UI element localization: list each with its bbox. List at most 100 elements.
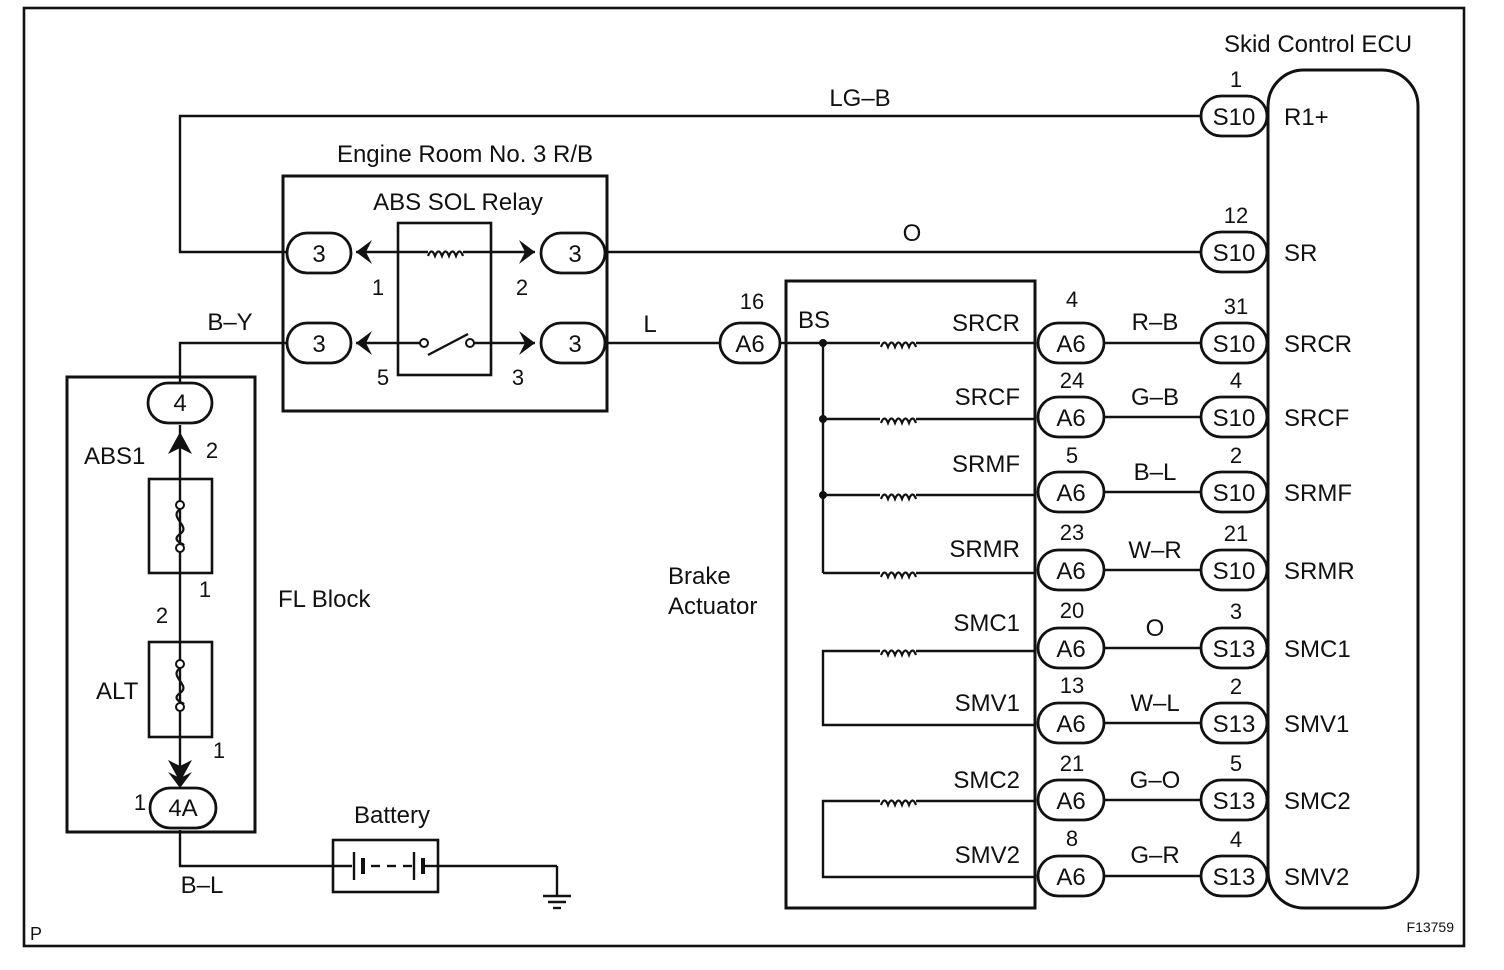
alt-fuse-icon [175, 659, 185, 712]
actuator-connector-smc2 [1036, 778, 1106, 822]
ecu-connector-smv1 [1199, 701, 1269, 745]
ecu-pin-smv1: 2 [1230, 674, 1242, 699]
actuator-pin-smv2: 8 [1066, 826, 1078, 851]
engine-room-rb-box [281, 174, 609, 413]
actuator-connector-label-smv2: A6 [1056, 864, 1085, 891]
actuator-connector-label-srmf: A6 [1056, 480, 1085, 507]
relay-connector-bottom-right: 3 [568, 331, 581, 358]
figure-id: F13759 [1407, 919, 1455, 935]
fl-block-box [65, 375, 257, 834]
actuator-connector-label-smc2: A6 [1056, 788, 1085, 815]
abs1-fuse-icon [175, 500, 185, 553]
brake-actuator-box [784, 279, 1037, 910]
relay-pin-bottom-left: 5 [377, 365, 389, 390]
ecu-connector-label-smv1: S13 [1213, 711, 1256, 738]
ecu-connector-srmr [1199, 548, 1269, 592]
fl-block-title: FL Block [278, 586, 371, 613]
ecu-pin-srmr: 21 [1224, 521, 1248, 546]
actuator-terminal-srmf: SRMF [952, 451, 1020, 478]
fl-bottom-pin: 1 [134, 790, 146, 815]
abs1-pin-top: 2 [206, 438, 218, 463]
ecu-pin-srcr: 31 [1224, 294, 1248, 319]
actuator-terminal-srmr: SRMR [949, 536, 1020, 563]
ecu-terminal-r1-: R1+ [1284, 104, 1329, 131]
actuator-bs-label: BS [798, 307, 830, 334]
actuator-connector-label-smc1: A6 [1056, 636, 1085, 663]
alt-fuse-box [147, 640, 214, 739]
actuator-pin-srmf: 5 [1066, 443, 1078, 468]
abs1-fuse-box [147, 477, 214, 575]
ecu-connector-label-sr: S10 [1213, 240, 1256, 267]
ecu-pin-srmf: 2 [1230, 443, 1242, 468]
relay-pin-top-right: 2 [516, 275, 528, 300]
fl-bottom-connector: 4A [168, 795, 197, 822]
ecu-terminal-smc1: SMC1 [1284, 636, 1351, 663]
relay-connector-top-left: 3 [312, 241, 325, 268]
actuator-pin-srmr: 23 [1060, 520, 1084, 545]
ecu-pin-r1-: 1 [1230, 67, 1242, 92]
fl-block-connectors: 4 4A 1 ABS1 2 1 ALT 2 1 [84, 381, 225, 830]
ecu-terminal-srmf: SRMF [1284, 480, 1352, 507]
relay-connector-top-right: 3 [568, 241, 581, 268]
ecu-connector-label-srcr: S10 [1213, 331, 1256, 358]
ecu-connector-label-srmr: S10 [1213, 558, 1256, 585]
actuator-connector-label-srcf: A6 [1056, 405, 1085, 432]
relay-connectors: 3 3 3 3 1 2 5 3 [285, 231, 607, 390]
alt-fuse-label: ALT [96, 678, 139, 705]
battery-title: Battery [354, 802, 430, 829]
ecu-connector-label-smv2: S13 [1213, 864, 1256, 891]
ecu-pin-smc1: 3 [1230, 599, 1242, 624]
actuator-terminal-smv1: SMV1 [955, 690, 1020, 717]
actuator-connector-srcf [1036, 395, 1106, 439]
fl-top-connector: 4 [173, 390, 186, 417]
actuator-pin-smc1: 20 [1060, 598, 1084, 623]
ecu-connector-label-srmf: S10 [1213, 480, 1256, 507]
wire-label-l: L [643, 311, 656, 338]
wire-label-smv1: W–L [1130, 690, 1179, 717]
actuator-terminal-srcf: SRCF [955, 384, 1020, 411]
actuator-connector-srmr [1036, 548, 1106, 592]
battery-icon [333, 852, 438, 880]
wire-label-lg-b: LG–B [829, 85, 890, 112]
ecu-connector-sr [1199, 230, 1269, 274]
ecu-terminal-smv2: SMV2 [1284, 864, 1349, 891]
wires [178, 114, 1200, 910]
wire-label-srcr: R–B [1132, 309, 1179, 336]
actuator-terminal-smc1: SMC1 [953, 610, 1020, 637]
ecu-connector-srmf [1199, 470, 1269, 514]
abs1-fuse-label: ABS1 [84, 443, 145, 470]
wire-label-srmr: W–R [1128, 537, 1181, 564]
ecu-connector-smc2 [1199, 778, 1269, 822]
actuator-connector-smv1 [1036, 701, 1106, 745]
relay-title: ABS SOL Relay [373, 189, 543, 216]
actuator-title-line1: Brake [668, 563, 731, 590]
actuator-connector-srmf [1036, 470, 1106, 514]
ecu-terminal-smv1: SMV1 [1284, 711, 1349, 738]
ecu-terminal-smc2: SMC2 [1284, 788, 1351, 815]
wire-label-smc1: O [1146, 615, 1165, 642]
actuator-bs-pin: 16 [740, 289, 764, 314]
wire-label-smv2: G–R [1130, 842, 1179, 869]
ecu-pin-smc2: 5 [1230, 751, 1242, 776]
page-mark: P [30, 924, 42, 944]
wire-label-o-sr: O [903, 220, 922, 247]
actuator-connector-label-srmr: A6 [1056, 558, 1085, 585]
wire-label-srmf: B–L [1134, 459, 1177, 486]
ecu-terminal-srcr: SRCR [1284, 331, 1352, 358]
abs1-pin-bottom: 1 [199, 577, 211, 602]
actuator-pin-srcr: 4 [1066, 287, 1078, 312]
actuator-connector-label-srcr: A6 [1056, 331, 1085, 358]
ecu-connector-smv2 [1199, 854, 1269, 898]
ecu-terminal-srcf: SRCF [1284, 405, 1349, 432]
ecu-connector-r1- [1199, 94, 1269, 138]
ecu-connector-srcf [1199, 395, 1269, 439]
actuator-terminal-smv2: SMV2 [955, 842, 1020, 869]
actuator-pin-smv1: 13 [1060, 673, 1084, 698]
wire-label-smc2: G–O [1130, 767, 1181, 794]
ecu-connector-smc1 [1199, 626, 1269, 670]
ecu-connector-label-r1-: S10 [1213, 104, 1256, 131]
actuator-title-line2: Actuator [668, 593, 757, 620]
wire-label-b-l: B–L [181, 872, 224, 899]
